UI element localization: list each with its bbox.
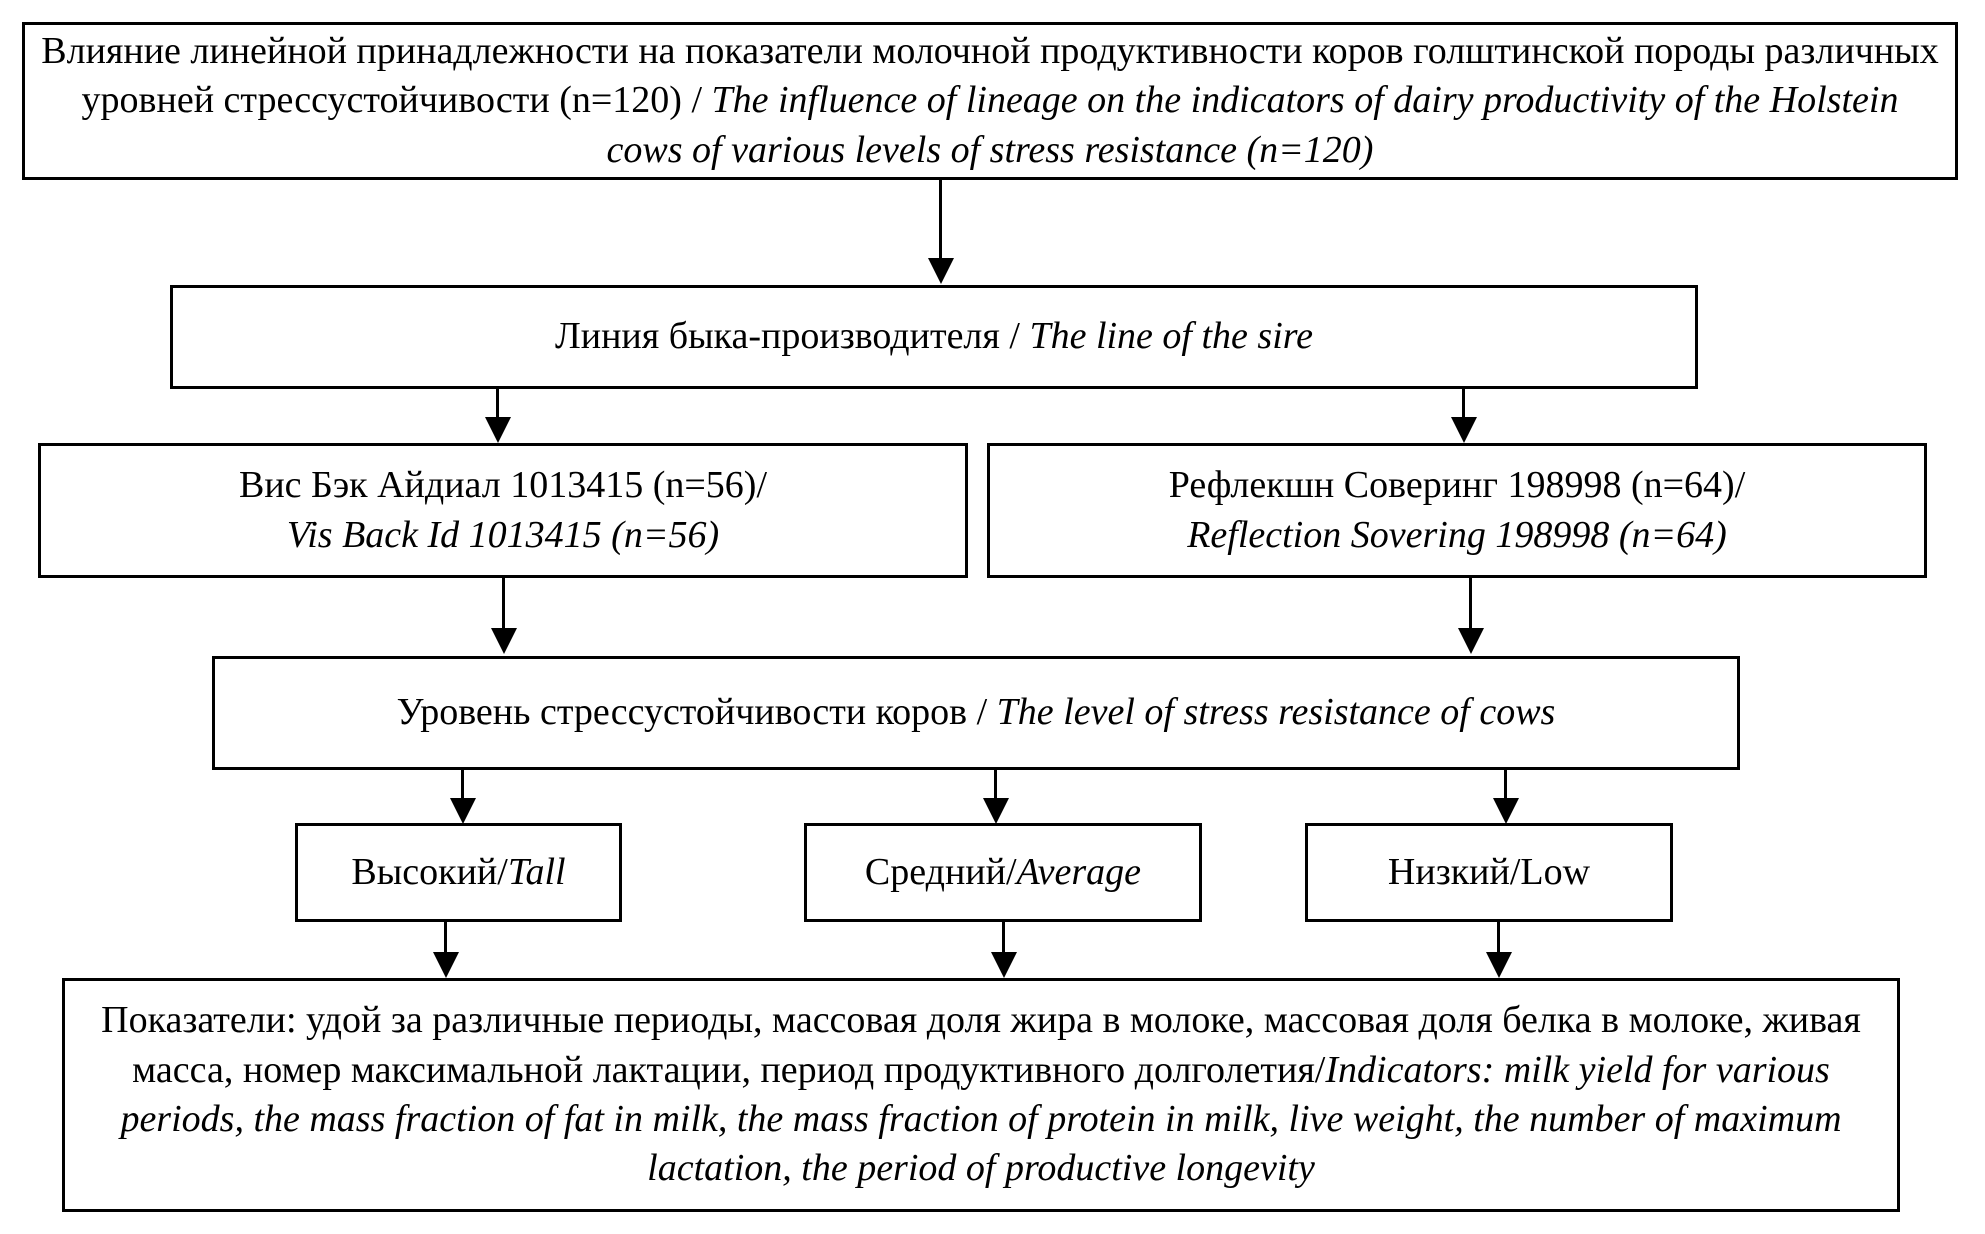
arrowhead-level-to-average — [983, 798, 1009, 824]
node-level-low-text-en: Low — [1520, 850, 1591, 893]
node-indicators-text: Показатели: удой за различные периоды, м… — [89, 996, 1873, 1194]
connector-level-to-low — [1504, 770, 1507, 798]
arrowhead-line-b-to-level — [1458, 628, 1484, 654]
arrowhead-tall-to-indicators — [433, 952, 459, 978]
node-level-average: Средний/Average — [804, 823, 1202, 922]
arrowhead-sire-to-line-a — [485, 417, 511, 443]
node-level-average-text-en: Average — [1016, 850, 1142, 893]
node-line-vis-back-id: Вис Бэк Айдиал 1013415 (n=56)/ Vis Back I… — [38, 443, 968, 578]
node-level-average-text-ru: Средний/ — [864, 850, 1017, 893]
connector-line-a-to-level — [502, 578, 505, 628]
arrowhead-level-to-tall — [450, 798, 476, 824]
node-stress-resistance-level: Уровень стрессустойчивости коров / The l… — [212, 656, 1740, 770]
node-level-tall-text-en: Tall — [507, 850, 566, 893]
node-level-tall-text: Высокий/Tall — [312, 848, 605, 897]
node-title-text-ru: Влияние линейной принадлежности на показ… — [41, 29, 1939, 122]
arrowhead-low-to-indicators — [1486, 952, 1512, 978]
connector-level-to-average — [994, 770, 997, 798]
arrowhead-line-a-to-level — [491, 628, 517, 654]
node-level-low-text-ru: Низкий/ — [1387, 850, 1521, 893]
node-sire-line: Линия быка-производителя / The line of t… — [170, 285, 1698, 389]
node-indicators: Показатели: удой за различные периоды, м… — [62, 978, 1900, 1212]
connector-low-to-indicators — [1497, 922, 1500, 952]
node-line-vis-back-id-text-ru: Вис Бэк Айдиал 1013415 (n=56)/ — [238, 464, 768, 507]
node-stress-resistance-level-text-en: The level of stress resistance of cows — [996, 691, 1556, 734]
node-line-reflection-sovering-text-ru: Рефлекшн Соверинг 198998 (n=64)/ — [1168, 464, 1746, 507]
arrowhead-root-to-sire — [928, 258, 954, 284]
node-level-average-text: Средний/Average — [821, 848, 1185, 897]
node-sire-line-text: Линия быка-производителя / The line of t… — [187, 312, 1681, 361]
node-line-vis-back-id-text-en: Vis Back Id 1013415 (n=56) — [286, 513, 720, 556]
node-sire-line-text-en: The line of the sire — [1029, 315, 1313, 358]
node-title-influence-of-lineage: Влияние линейной принадлежности на показ… — [22, 22, 1958, 180]
node-line-reflection-sovering: Рефлекшн Соверинг 198998 (n=64)/ Reflecti… — [987, 443, 1927, 578]
node-level-low-text: Низкий/Low — [1322, 848, 1656, 897]
node-line-reflection-sovering-text-en: Reflection Sovering 198998 (n=64) — [1187, 513, 1727, 556]
connector-sire-to-line-a — [496, 389, 499, 417]
node-level-low: Низкий/Low — [1305, 823, 1673, 922]
connector-sire-to-line-b — [1462, 389, 1465, 417]
node-title-text: Влияние линейной принадлежности на показ… — [39, 27, 1941, 175]
node-level-tall: Высокий/Tall — [295, 823, 622, 922]
node-line-reflection-sovering-text: Рефлекшн Соверинг 198998 (n=64)/ Reflecti… — [1004, 461, 1910, 560]
node-indicators-text-ru: Показатели: удой за различные периоды, м… — [101, 999, 1861, 1091]
node-level-tall-text-ru: Высокий/ — [351, 850, 508, 893]
arrowhead-average-to-indicators — [991, 952, 1017, 978]
node-stress-resistance-level-text-ru: Уровень стрессустойчивости коров / — [396, 691, 997, 734]
node-sire-line-text-ru: Линия быка-производителя / — [554, 315, 1030, 358]
node-line-vis-back-id-text: Вис Бэк Айдиал 1013415 (n=56)/ Vis Back I… — [55, 461, 951, 560]
connector-line-b-to-level — [1469, 578, 1472, 628]
connector-level-to-tall — [461, 770, 464, 798]
connector-root-to-sire — [939, 180, 942, 258]
node-indicators-text-en: Indicators: milk yield for various perio… — [120, 1048, 1842, 1190]
arrowhead-sire-to-line-b — [1451, 417, 1477, 443]
node-title-text-en: The influence of lineage on the indicato… — [606, 79, 1899, 171]
connector-tall-to-indicators — [444, 922, 447, 952]
arrowhead-level-to-low — [1493, 798, 1519, 824]
node-stress-resistance-level-text: Уровень стрессустойчивости коров / The l… — [229, 688, 1723, 737]
connector-average-to-indicators — [1002, 922, 1005, 952]
